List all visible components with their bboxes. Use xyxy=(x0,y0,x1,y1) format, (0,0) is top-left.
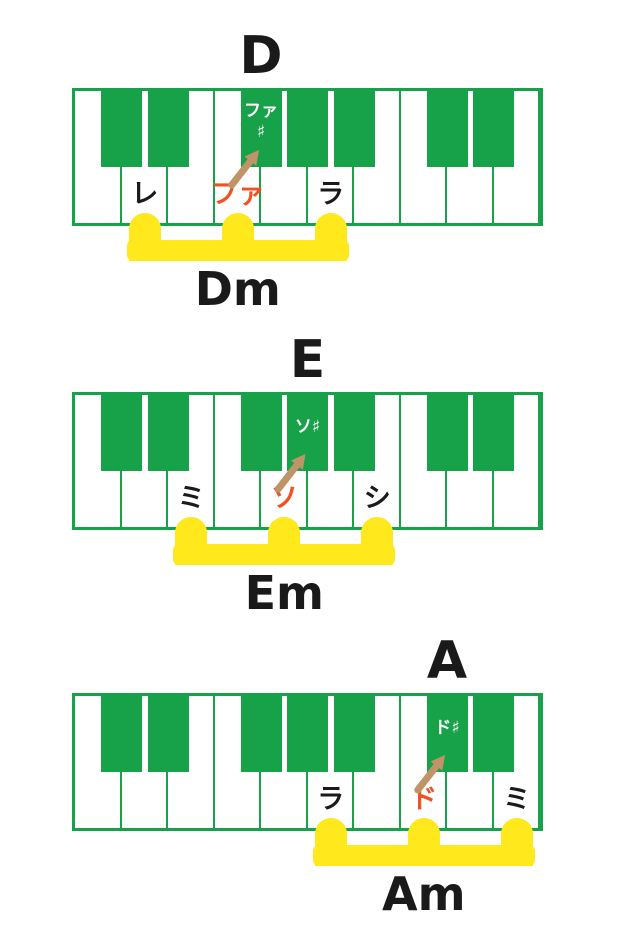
black-key xyxy=(473,696,514,772)
white-key-label: ラ xyxy=(317,179,345,210)
black-key xyxy=(101,91,142,167)
white-key-label: レ xyxy=(131,179,159,210)
chord-name-label: Am xyxy=(381,867,466,921)
chord-title: D xyxy=(239,26,283,86)
white-key-label: ミ xyxy=(177,483,205,514)
white-key-label: ソ xyxy=(270,483,298,514)
chord-bracket-bar xyxy=(312,845,535,866)
white-key-label: ド xyxy=(410,784,438,815)
black-key xyxy=(287,91,328,167)
chord-name-label: Em xyxy=(244,566,324,620)
black-key xyxy=(333,91,375,167)
black-key xyxy=(147,91,189,167)
black-key-label-line: ソ♯ xyxy=(294,417,321,437)
chord-title: E xyxy=(289,330,326,390)
black-key xyxy=(240,395,282,471)
black-key xyxy=(147,696,189,772)
white-key-label: ラ xyxy=(317,784,345,815)
black-key-label: ファ♯ xyxy=(244,101,278,143)
black-key xyxy=(101,395,142,471)
chord-bracket-bar xyxy=(173,544,396,565)
black-key-label-line: ♯ xyxy=(256,122,266,142)
black-key xyxy=(333,696,375,772)
black-key-label-line: ド♯ xyxy=(434,718,460,738)
black-key xyxy=(240,696,282,772)
keyboard: ファ♯レファラ xyxy=(72,88,543,226)
black-key xyxy=(426,91,468,167)
black-key xyxy=(147,395,189,471)
keyboard: ド♯ ラ ド ミ xyxy=(72,693,543,831)
black-key xyxy=(426,395,468,471)
black-key xyxy=(473,91,514,167)
black-key xyxy=(333,395,375,471)
chord-bracket-bar xyxy=(126,240,349,261)
black-key-label: ソ♯ xyxy=(295,417,320,438)
white-key-label: ミ xyxy=(503,784,531,815)
black-key xyxy=(473,395,514,471)
black-key xyxy=(101,696,142,772)
chord-name-label: Dm xyxy=(194,262,281,316)
white-key-label: ファ xyxy=(210,179,265,210)
chord-title: A xyxy=(426,631,468,691)
white-key-label: シ xyxy=(363,483,391,514)
keyboard: ソ♯ ミ ソ シ xyxy=(72,392,543,530)
black-key xyxy=(287,696,328,772)
black-key-label: ド♯ xyxy=(434,718,459,739)
black-key-label-line: ファ xyxy=(244,101,278,121)
